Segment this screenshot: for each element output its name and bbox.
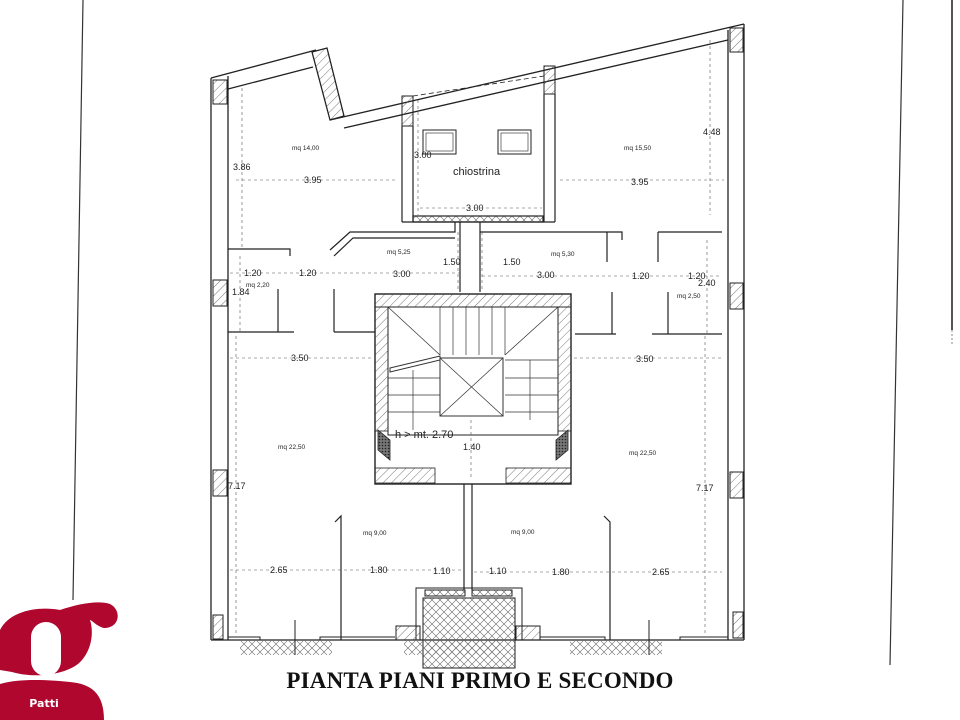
brand-logo-label: Patti	[29, 697, 59, 710]
outer-walls	[210, 23, 745, 641]
stair-walls	[374, 293, 572, 484]
dim-bath-right-width-b: 1.20	[688, 271, 706, 281]
dim-living-left-width-top: 3.50	[291, 353, 309, 363]
pillars	[212, 27, 744, 640]
dim-living-right-width-bottom: 2.65	[652, 567, 670, 577]
area-label-small-left: mq 9,00	[363, 530, 387, 537]
area-label-top-right: mq 15,50	[624, 145, 651, 152]
page-edge-right	[889, 0, 904, 666]
dim-top-right-height: 4.48	[703, 127, 721, 137]
dim-bath-left-height: 1.84	[232, 287, 250, 297]
dim-hall-right-width: 3.00	[537, 270, 555, 280]
page-edge-left	[72, 0, 84, 601]
dim-living-left-width-bottom: 2.65	[270, 565, 288, 575]
dim-small-left-width-a: 1.80	[370, 565, 388, 575]
area-label-bath-right: mq 2,50	[677, 293, 701, 300]
dim-top-right-width: 3.95	[631, 177, 649, 187]
dim-top-left-height: 3.86	[233, 162, 251, 172]
room-labels: mq 14,00 3.86 3.95 3.00 chiostrina 3.00 …	[228, 127, 721, 577]
dim-chiostrina-height: 3.00	[414, 150, 432, 160]
dim-small-right-width-b: 1.10	[489, 566, 507, 576]
dim-living-left-height: 7.17	[228, 481, 246, 491]
dim-top-left-width: 3.95	[304, 175, 322, 185]
staircase	[387, 306, 559, 430]
chiostrina-walls	[401, 75, 556, 223]
dim-stair-landing: 1.40	[463, 442, 481, 452]
area-label-small-right: mq 9,00	[511, 529, 535, 536]
area-label-top-left: mq 14,00	[292, 145, 319, 152]
dim-hall-right-depth: 1.50	[503, 257, 521, 267]
area-label-hall-left: mq 5,25	[387, 249, 411, 256]
room-name-chiostrina: chiostrina	[453, 166, 501, 178]
dim-hall-left-width: 3.00	[393, 269, 411, 279]
interior-walls	[228, 222, 722, 640]
area-label-bath-left: mq 2,20	[246, 282, 270, 289]
dim-bath-left-width-a: 1.20	[244, 268, 262, 278]
entrance-block	[227, 587, 728, 669]
stair-height-note: h > mt. 2.70	[395, 429, 453, 441]
dimension-lines	[230, 40, 724, 635]
plan-title: PIANTA PIANI PRIMO E SECONDO	[286, 668, 674, 693]
dim-chiostrina-width: 3.00	[466, 203, 484, 213]
dim-living-right-height: 7.17	[696, 483, 714, 493]
area-label-living-left: mq 22,50	[278, 444, 305, 451]
dim-hall-left-depth: 1.50	[443, 257, 461, 267]
area-label-living-right: mq 22,50	[629, 450, 656, 457]
area-label-hall-right: mq 5,30	[551, 251, 575, 258]
brand-logo-icon	[0, 602, 118, 720]
dim-small-right-width-a: 1.80	[552, 567, 570, 577]
dim-bath-right-width-a: 1.20	[632, 271, 650, 281]
dim-bath-left-width-b: 1.20	[299, 268, 317, 278]
dim-small-left-width-b: 1.10	[433, 566, 451, 576]
dim-living-right-width-top: 3.50	[636, 354, 654, 364]
dim-bath-right-height: 2.40	[698, 278, 716, 288]
